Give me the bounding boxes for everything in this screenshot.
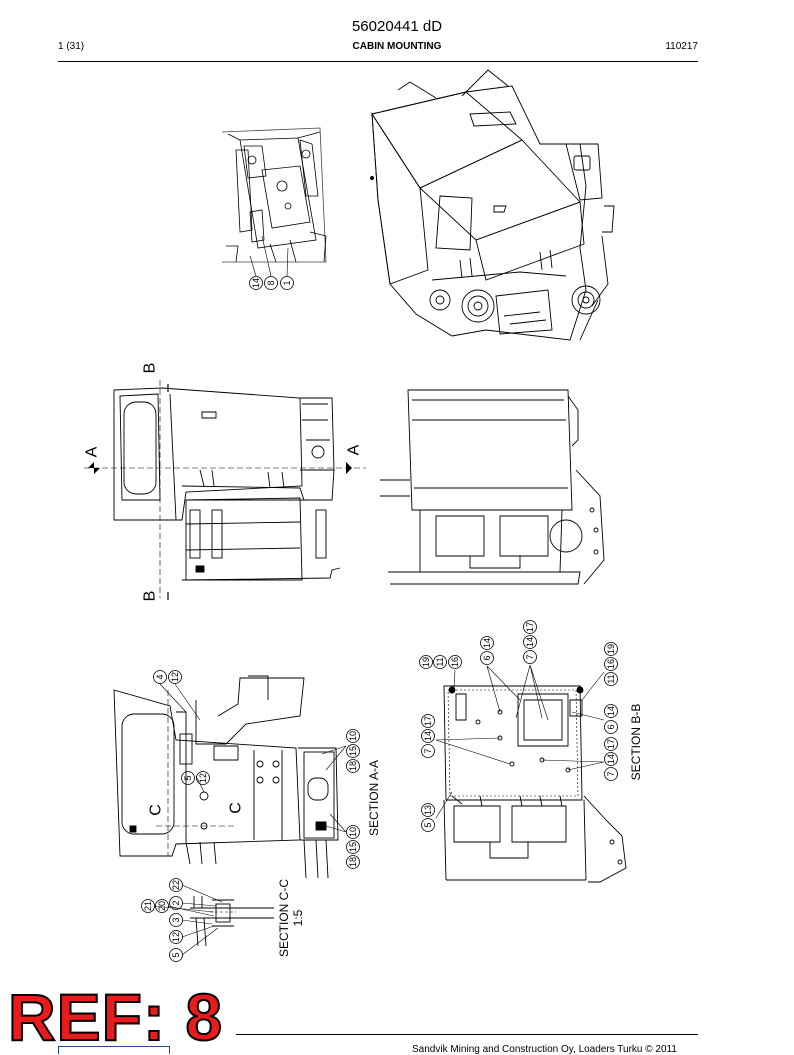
iso-view-large	[370, 69, 615, 341]
callout-7: 7	[525, 654, 535, 659]
section-cc-callouts: 21 20 2 22 5 12 3	[141, 878, 183, 962]
callout-16: 16	[606, 659, 616, 669]
callout-10: 10	[348, 731, 358, 741]
section-bb-callouts: 19 11 16 6 14 7 14 17 11 16 19 7 14 17 7…	[419, 620, 618, 832]
section-cc-view	[190, 896, 274, 947]
section-mark-a-left: A	[84, 446, 101, 457]
document-number: 56020441 dD	[351, 18, 443, 35]
callout-6: 6	[482, 655, 492, 660]
callout-14: 14	[606, 706, 616, 716]
callout-14: 14	[251, 278, 261, 288]
callout-19: 19	[421, 657, 431, 667]
footer-divider	[236, 1034, 698, 1035]
callout-12: 12	[170, 672, 180, 682]
section-aa-label: SECTION A-A	[367, 760, 381, 836]
section-aa-labels: C C SECTION A-A	[148, 760, 382, 836]
callout-15: 15	[348, 842, 358, 852]
callout-14: 14	[423, 731, 433, 741]
callout-3: 3	[171, 917, 181, 922]
callout-6: 6	[606, 724, 616, 729]
callout-13: 13	[423, 805, 433, 815]
footer-copyright: Sandvik Mining and Construction Oy, Load…	[412, 1044, 677, 1055]
section-cc-label: SECTION C-C	[277, 879, 291, 957]
section-bb-label: SECTION B-B	[629, 704, 643, 781]
front-view	[380, 389, 605, 585]
callout-7: 7	[606, 771, 616, 776]
page-indicator: 1 (31)	[58, 41, 85, 52]
section-mark-a-right: A	[346, 444, 363, 455]
section-bb-labels: SECTION B-B	[629, 704, 643, 781]
section-aa-view	[113, 675, 339, 879]
page-title: CABIN MOUNTING	[352, 41, 442, 52]
callout-14: 14	[482, 638, 492, 648]
document-date: 110217	[665, 41, 698, 52]
callout-5: 5	[183, 775, 193, 780]
header-divider	[58, 61, 698, 62]
section-cc-leaders	[153, 884, 223, 956]
callout-7: 7	[423, 748, 433, 753]
section-mark-b-top: B	[142, 363, 159, 374]
iso-detail-small	[221, 127, 327, 263]
callout-12: 12	[171, 932, 181, 942]
callout-18: 18	[348, 857, 358, 867]
callout-14: 14	[606, 754, 616, 764]
callout-17: 17	[606, 739, 616, 749]
callout-11: 11	[435, 657, 445, 666]
callout-19: 19	[606, 644, 616, 654]
callout-20: 20	[157, 901, 167, 911]
callout-12: 12	[198, 773, 208, 783]
callout-10: 10	[348, 827, 358, 837]
company-logo	[58, 1046, 170, 1054]
callout-17: 17	[525, 622, 535, 632]
callout-4: 4	[155, 674, 165, 679]
section-aa-leaders	[159, 683, 347, 833]
side-view	[84, 380, 366, 600]
callout-15: 15	[348, 746, 358, 756]
iso-callouts: 14 8 1	[249, 276, 294, 290]
callout-5: 5	[423, 822, 433, 827]
callout-1: 1	[282, 280, 292, 285]
side-view-section-marks: B B A A	[84, 363, 363, 602]
section-mark-c-left: C	[148, 804, 165, 816]
ref-stamp: REF: 8	[7, 980, 224, 1054]
section-bb-view	[443, 685, 627, 883]
section-aa-callouts: 4 12 5 12 18 15 10 18 15 10	[153, 670, 360, 869]
callout-16: 16	[450, 657, 460, 667]
section-bb-leaders	[435, 664, 605, 819]
callout-8: 8	[266, 280, 276, 285]
section-mark-c-right: C	[228, 802, 245, 814]
section-cc-scale: 1:5	[291, 909, 305, 926]
section-mark-b-bottom: B	[142, 591, 159, 602]
iso-leader-lines	[249, 235, 289, 277]
callout-5: 5	[171, 952, 181, 957]
callout-21: 21	[143, 901, 153, 911]
callout-11: 11	[606, 674, 616, 683]
callout-18: 18	[348, 761, 358, 771]
section-cc-labels: SECTION C-C 1:5	[277, 879, 305, 957]
callout-2: 2	[171, 900, 181, 905]
callout-17: 17	[423, 716, 433, 726]
callout-22: 22	[171, 880, 181, 890]
callout-14: 14	[525, 637, 535, 647]
